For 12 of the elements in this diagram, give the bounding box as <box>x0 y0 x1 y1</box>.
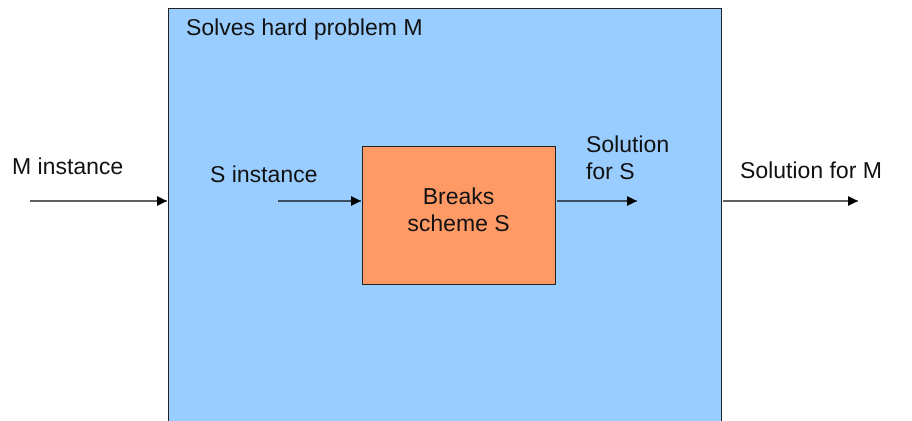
node-label: Solves hard problem M <box>186 14 422 41</box>
arrow <box>278 196 361 206</box>
arrow <box>30 196 167 206</box>
arrow <box>557 196 637 206</box>
edge-label: Solution for S <box>586 131 670 185</box>
container-box <box>168 8 722 421</box>
arrow <box>723 196 858 206</box>
edge-label: Solution for M <box>740 157 882 184</box>
node-label: Breaks scheme S <box>406 182 511 236</box>
edge-label: M instance <box>12 153 124 180</box>
process-box <box>362 146 556 284</box>
edge-label: S instance <box>210 161 318 188</box>
